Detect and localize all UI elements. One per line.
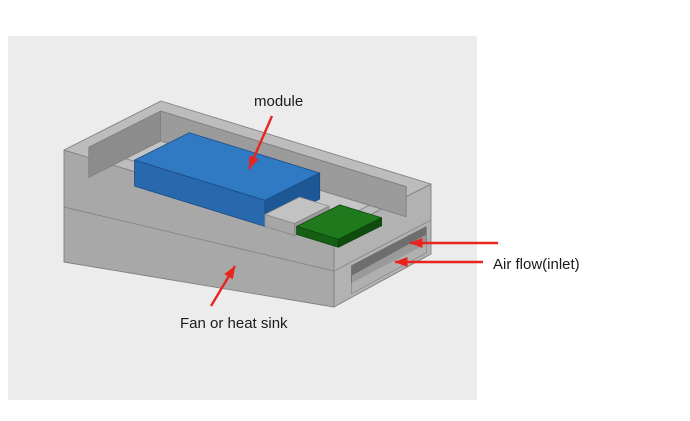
module-label: module bbox=[254, 93, 304, 110]
module-arrow bbox=[247, 115, 274, 170]
air-flow-inlet-label: Air flow(inlet) bbox=[493, 256, 580, 273]
fan-arrow bbox=[209, 265, 237, 307]
fan-or-heat-sink-label: Fan or heat sink bbox=[180, 315, 288, 332]
inlet-opening-shadow bbox=[351, 226, 427, 276]
green-chip bbox=[296, 204, 382, 248]
enclosure-seam-right bbox=[333, 219, 432, 272]
annotation-arrows bbox=[209, 115, 498, 307]
chip-side-face bbox=[338, 217, 382, 248]
enclosure-seam-front bbox=[63, 206, 335, 272]
inlet-opening-floor bbox=[351, 244, 427, 294]
